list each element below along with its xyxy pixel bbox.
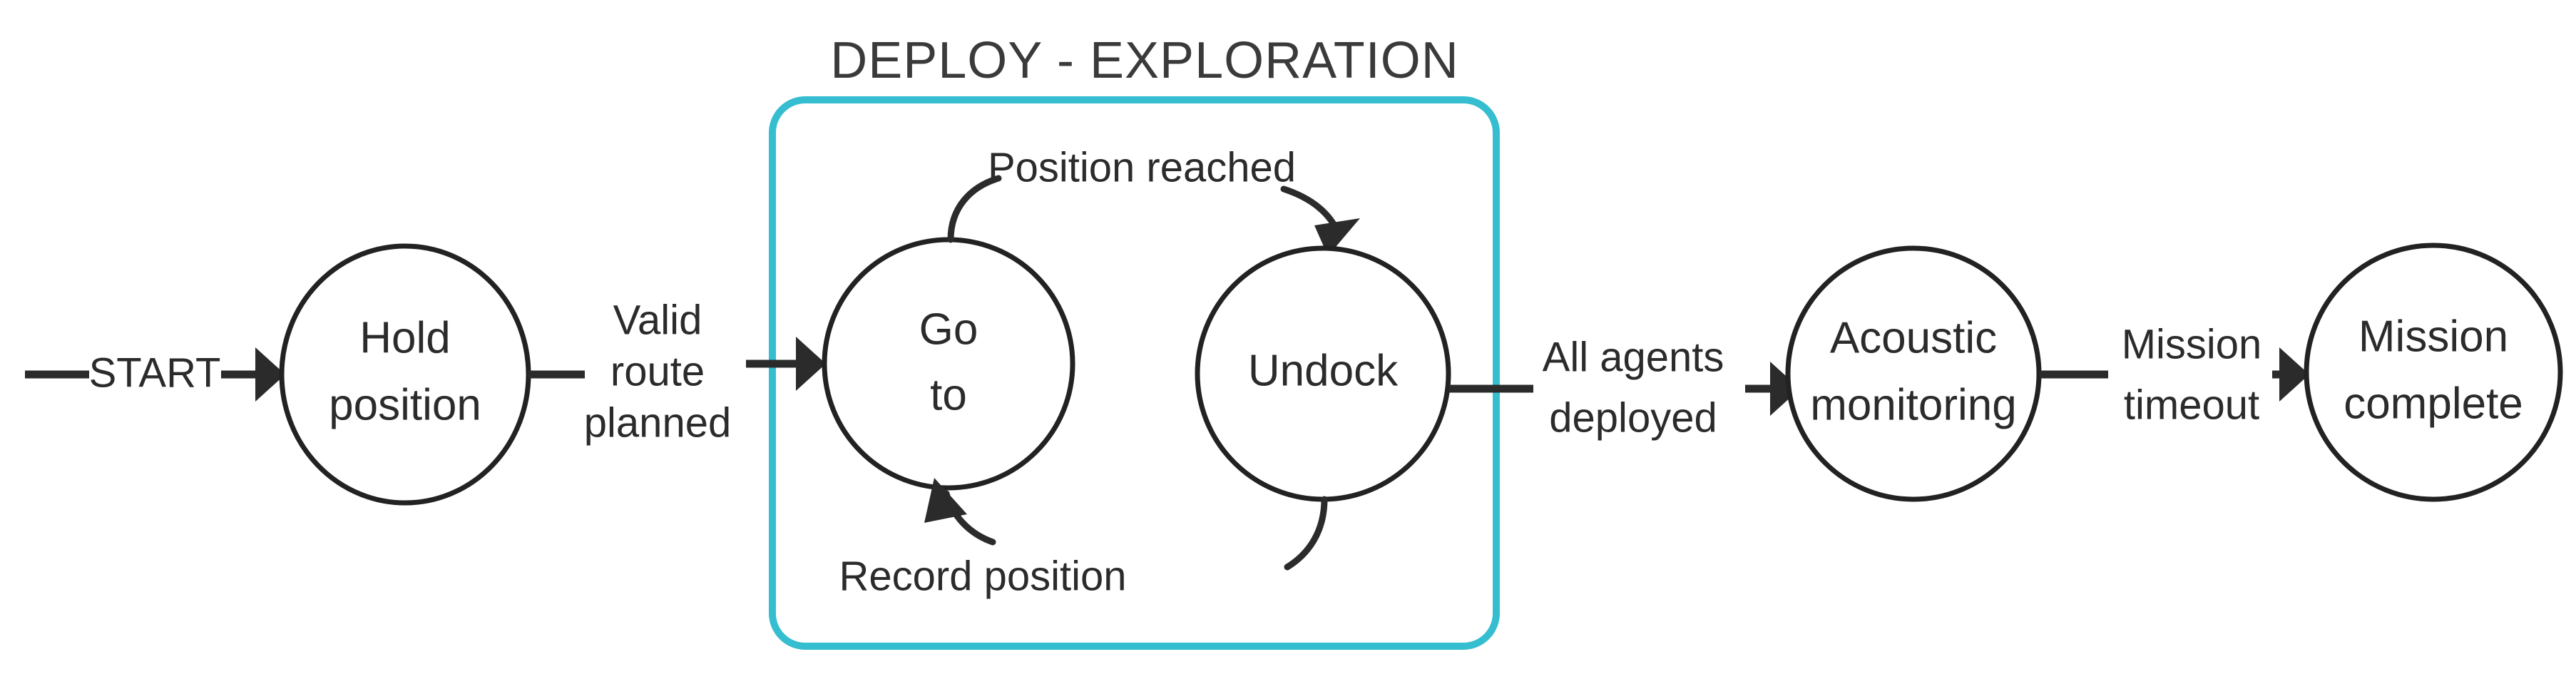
mission-timeout-arrow-head-icon	[2279, 347, 2309, 402]
edge-label-valid-route-line2: route	[610, 348, 705, 394]
group-box-deploy-exploration	[769, 96, 1500, 650]
edge-label-start: START	[89, 349, 221, 396]
node-label-go-to-line1: Go	[919, 305, 978, 354]
position-reached-curve-origin	[947, 175, 1002, 243]
record-position-arrow-head-icon	[924, 478, 967, 523]
group-title-deploy-exploration: DEPLOY - EXPLORATION	[830, 32, 1459, 89]
edge-label-all-agents-line1: All agents	[1543, 334, 1724, 380]
node-label-acoustic-monitoring-line1: Acoustic	[1830, 313, 1997, 362]
edge-label-valid-route-line3: planned	[584, 399, 731, 446]
node-label-hold-position-line1: Hold	[359, 313, 451, 362]
node-mission-complete[interactable]	[2304, 243, 2563, 502]
edge-label-all-agents-line2: deployed	[1549, 394, 1717, 441]
edge-label-mission-timeout-line2: timeout	[2124, 382, 2259, 428]
all-agents-arrow-head-icon	[1770, 362, 1800, 416]
node-go-to[interactable]	[822, 237, 1075, 491]
node-label-mission-complete-line2: complete	[2344, 379, 2523, 428]
node-label-go-to-line2: to	[930, 370, 967, 419]
node-acoustic-monitoring[interactable]	[1785, 245, 2042, 502]
record-position-curve-origin	[1284, 496, 1328, 571]
node-label-mission-complete-line1: Mission	[2358, 312, 2508, 361]
edge-label-position-reached: Position reached	[988, 144, 1296, 190]
node-label-hold-position-line2: position	[329, 380, 481, 429]
edge-label-record-position: Record position	[839, 553, 1127, 599]
start-arrow-head-icon	[255, 347, 285, 402]
node-label-acoustic-monitoring-line2: monitoring	[1810, 380, 2016, 429]
edge-label-valid-route-line1: Valid	[613, 297, 702, 343]
node-hold-position[interactable]	[279, 243, 531, 506]
node-label-undock: Undock	[1248, 346, 1399, 395]
edge-label-mission-timeout-line1: Mission	[2122, 321, 2262, 367]
valid-route-arrow-head-icon	[796, 337, 826, 391]
